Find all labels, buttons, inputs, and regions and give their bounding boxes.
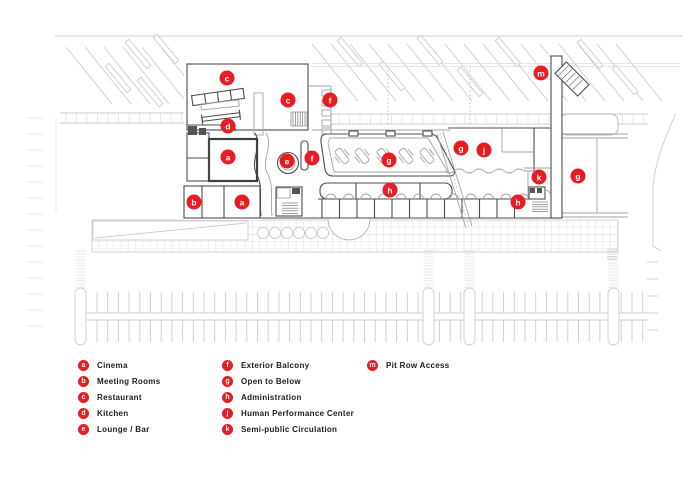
legend-marker-icon: b	[78, 375, 89, 387]
kitchen-equipment	[199, 128, 206, 135]
plan-marker-letter: c	[286, 96, 291, 106]
parking-island	[463, 287, 476, 346]
legend-marker-icon: d	[78, 407, 89, 419]
lounge-bar-ring	[276, 151, 300, 175]
pit-row-bridge	[550, 55, 590, 219]
legend-item-k: k Semi-public Circulation	[222, 421, 354, 437]
plan-marker-f: f	[322, 92, 338, 108]
legend-marker-icon: e	[78, 423, 89, 435]
legend-item-m: m Pit Row Access	[367, 357, 449, 373]
legend-item-e: e Lounge / Bar	[78, 421, 160, 437]
legend-label: Lounge / Bar	[97, 424, 150, 434]
legend-label: Pit Row Access	[386, 360, 450, 370]
legend-item-h: h Administration	[222, 389, 354, 405]
court-table	[354, 147, 370, 165]
legend-label: Restaurant	[97, 392, 142, 402]
plan-marker-letter: k	[537, 173, 542, 183]
legend-marker-icon: g	[222, 375, 233, 387]
plan-marker-letter: f	[329, 96, 332, 106]
restaurant-block	[186, 63, 309, 131]
plan-marker-c: c	[280, 92, 296, 108]
plan-marker-letter: m	[537, 69, 545, 79]
plan-marker-d: d	[220, 118, 236, 134]
kitchen-equipment	[188, 126, 197, 135]
lower-parking	[74, 250, 648, 346]
plan-marker-g: g	[570, 168, 586, 184]
legend-item-a: a Cinema	[78, 357, 160, 373]
legend-label: Semi-public Circulation	[241, 424, 338, 434]
plan-marker-j: j	[476, 142, 492, 158]
plan-marker-g: g	[453, 140, 469, 156]
court-table	[419, 147, 435, 165]
plan-marker-letter: d	[225, 122, 230, 132]
plan-marker-b: b	[186, 194, 202, 210]
court-table	[334, 147, 350, 165]
curvy-wall	[443, 168, 534, 174]
plan-marker-e: e	[279, 153, 295, 169]
plan-marker-letter: g	[575, 172, 580, 182]
legend-item-g: g Open to Below	[222, 373, 354, 389]
legend-label: Administration	[241, 392, 302, 402]
counter	[200, 99, 240, 111]
legend-column-3: m Pit Row Access	[367, 357, 449, 373]
plan-marker-f: f	[304, 150, 320, 166]
plan-markers: c c f d a e f b a g g j h k g h m	[186, 65, 586, 210]
legend-label: Human Performance Center	[241, 408, 355, 418]
legend-label: Exterior Balcony	[241, 360, 310, 370]
bridge-stair	[554, 61, 590, 97]
legend-marker-icon: f	[222, 359, 233, 371]
plan-marker-a: a	[234, 194, 250, 210]
parking-island	[422, 287, 435, 346]
legend-label: Cinema	[97, 360, 128, 370]
legend-marker-icon: k	[222, 423, 233, 435]
legend-label: Kitchen	[97, 408, 129, 418]
plan-marker-letter: h	[387, 186, 392, 196]
legend-label: Meeting Rooms	[97, 376, 161, 386]
legend-marker-icon: a	[78, 359, 89, 371]
legend-marker-icon: j	[222, 407, 233, 419]
bar-counter	[200, 109, 242, 125]
terrace-band	[559, 113, 619, 136]
plan-marker-h: h	[510, 194, 526, 210]
plan-marker-g: g	[381, 152, 397, 168]
site-roads	[28, 35, 683, 331]
plan-marker-letter: e	[285, 157, 290, 167]
plan-marker-letter: j	[482, 146, 485, 156]
plan-marker-letter: a	[226, 153, 231, 163]
plan-marker-m: m	[533, 65, 549, 81]
legend-item-j: j Human Performance Center	[222, 405, 354, 421]
stair-core	[275, 186, 303, 217]
plan-marker-letter: c	[225, 74, 230, 84]
plan-marker-letter: f	[311, 154, 314, 164]
meeting-rooms	[183, 185, 261, 219]
legend-column-2: f Exterior Balcony g Open to Below h Administ…	[222, 357, 354, 437]
legend-item-f: f Exterior Balcony	[222, 357, 354, 373]
upper-parking	[60, 33, 680, 130]
plan-marker-letter: g	[458, 144, 463, 154]
plan-marker-letter: h	[515, 198, 520, 208]
legend-marker-icon: c	[78, 391, 89, 403]
legend-marker-icon: m	[367, 359, 378, 371]
court-table	[398, 147, 414, 165]
legend-item-b: b Meeting Rooms	[78, 373, 160, 389]
plan-marker-k: k	[531, 169, 547, 185]
plan-marker-c: c	[219, 70, 235, 86]
entry-drum	[327, 218, 371, 241]
legend-marker-icon: h	[222, 391, 233, 403]
plan-marker-a: a	[220, 149, 236, 165]
legend-item-d: d Kitchen	[78, 405, 160, 421]
plan-marker-letter: g	[386, 156, 391, 166]
legend-item-c: c Restaurant	[78, 389, 160, 405]
plan-marker-h: h	[382, 182, 398, 198]
parking-island	[74, 287, 87, 346]
legend-label: Open to Below	[241, 376, 301, 386]
parking-island	[607, 287, 620, 346]
plan-marker-letter: a	[240, 198, 245, 208]
plan-marker-letter: b	[191, 198, 196, 208]
terrace-plaza	[91, 218, 619, 260]
